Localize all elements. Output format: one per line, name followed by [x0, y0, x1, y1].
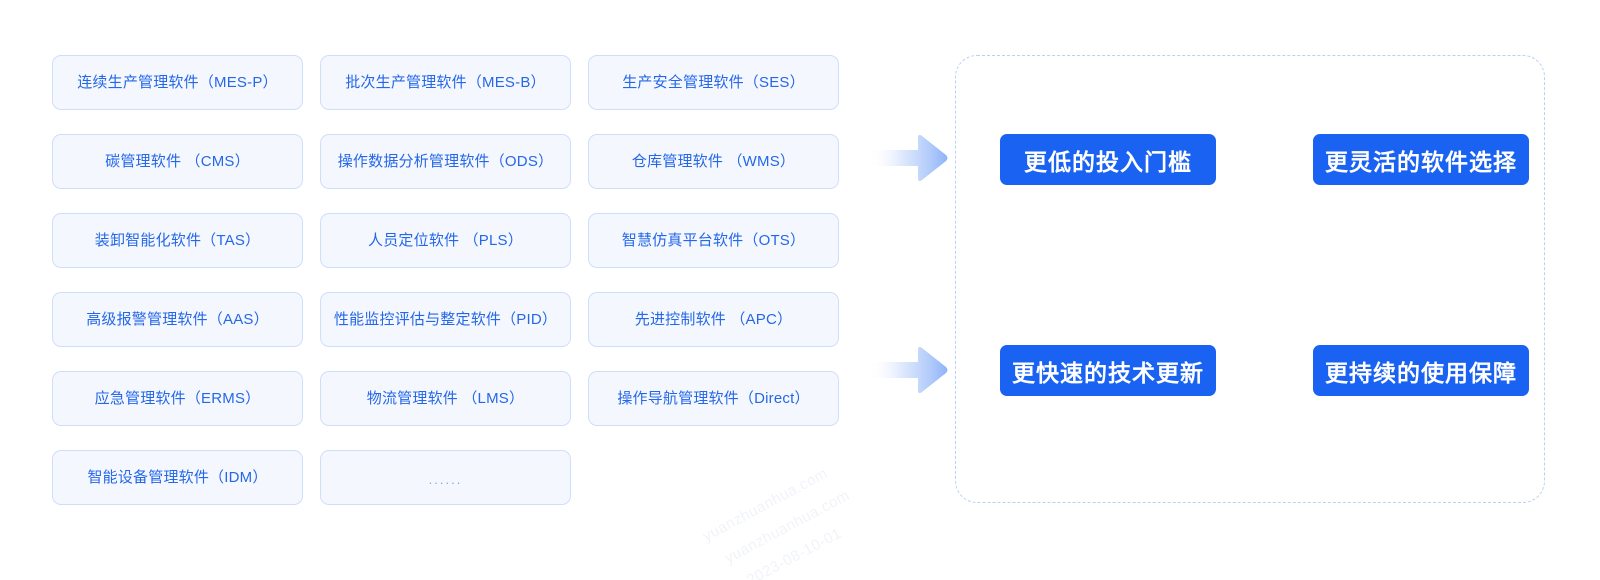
- software-card-aas[interactable]: 高级报警管理软件（AAS）: [52, 292, 303, 347]
- software-card-ots[interactable]: 智慧仿真平台软件（OTS）: [588, 213, 839, 268]
- benefit-badge-sustained-support[interactable]: 更持续的使用保障: [1313, 345, 1529, 396]
- benefit-badge-faster-tech-update[interactable]: 更快速的技术更新: [1000, 345, 1216, 396]
- software-card-ods[interactable]: 操作数据分析管理软件（ODS）: [320, 134, 571, 189]
- software-card-ses[interactable]: 生产安全管理软件（SES）: [588, 55, 839, 110]
- benefits-panel: [955, 55, 1545, 503]
- software-card-tas[interactable]: 装卸智能化软件（TAS）: [52, 213, 303, 268]
- software-card-pls[interactable]: 人员定位软件 （PLS）: [320, 213, 571, 268]
- software-card-cms[interactable]: 碳管理软件 （CMS）: [52, 134, 303, 189]
- software-card-mes-p[interactable]: 连续生产管理软件（MES-P）: [52, 55, 303, 110]
- software-card-mes-b[interactable]: 批次生产管理软件（MES-B）: [320, 55, 571, 110]
- software-grid-empty-slot: [588, 450, 839, 505]
- flow-arrow-top-icon: [868, 134, 948, 182]
- software-card-pid[interactable]: 性能监控评估与整定软件（PID）: [320, 292, 571, 347]
- benefit-badge-flexible-software-choice[interactable]: 更灵活的软件选择: [1313, 134, 1529, 185]
- software-card-wms[interactable]: 仓库管理软件 （WMS）: [588, 134, 839, 189]
- flow-arrow-bottom-icon: [868, 346, 948, 394]
- benefit-badge-lower-entry-cost[interactable]: 更低的投入门槛: [1000, 134, 1216, 185]
- software-card-idm[interactable]: 智能设备管理软件（IDM）: [52, 450, 303, 505]
- background-watermark-3: 2023-08-10-01: [744, 524, 845, 580]
- software-card-apc[interactable]: 先进控制软件 （APC）: [588, 292, 839, 347]
- software-card-direct[interactable]: 操作导航管理软件（Direct）: [588, 371, 839, 426]
- software-module-grid: 连续生产管理软件（MES-P） 批次生产管理软件（MES-B） 生产安全管理软件…: [52, 55, 839, 505]
- software-card-erms[interactable]: 应急管理软件（ERMS）: [52, 371, 303, 426]
- software-card-lms[interactable]: 物流管理软件 （LMS）: [320, 371, 571, 426]
- benefits-grid: 更低的投入门槛 更灵活的软件选择 更快速的技术更新 更持续的使用保障: [1000, 134, 1529, 396]
- software-card-more[interactable]: ......: [320, 450, 571, 505]
